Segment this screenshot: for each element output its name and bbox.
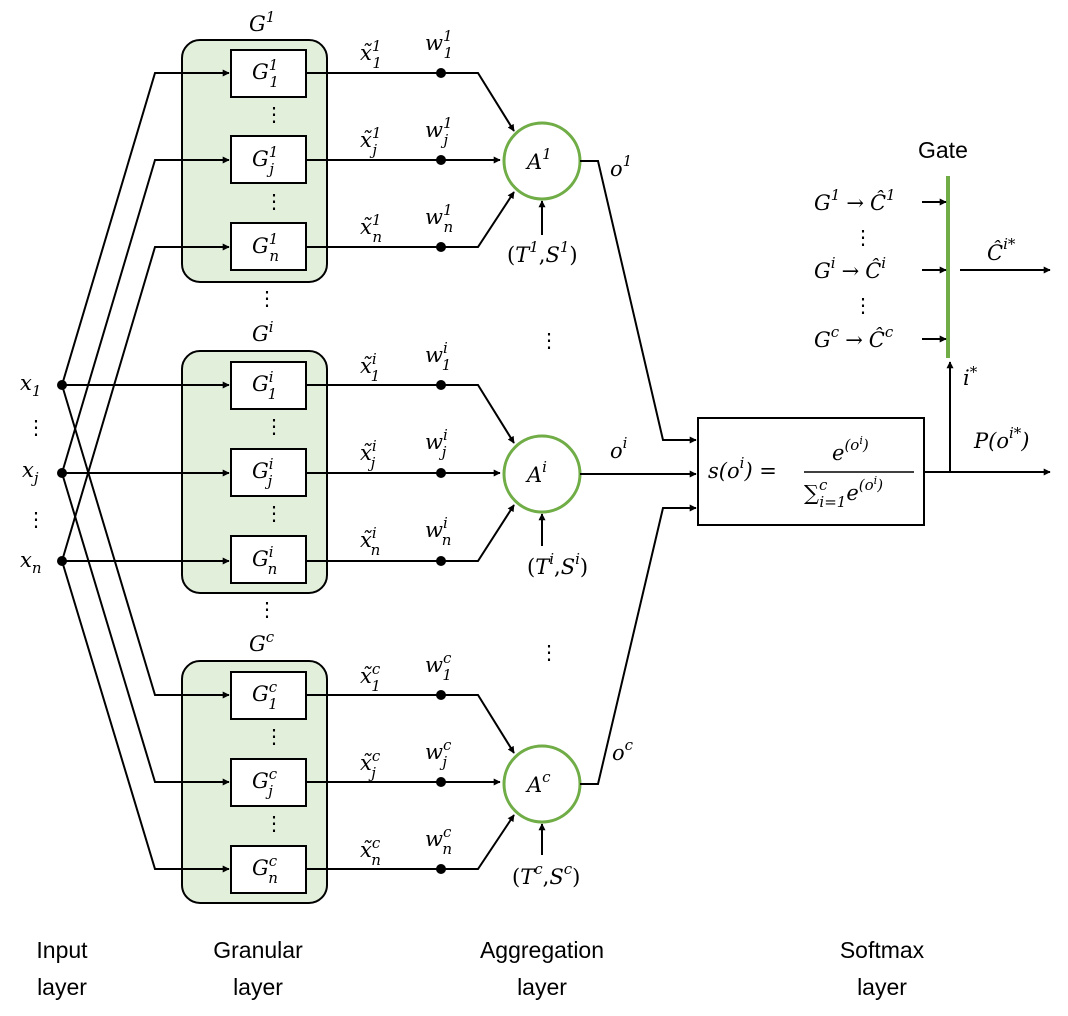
layer-label-softmax: Softmax xyxy=(840,937,925,963)
granule-box-i-1 xyxy=(230,361,307,410)
group-ellipsis: ⋮ xyxy=(257,599,277,621)
gate-entry-1: G1→Ĉ1 xyxy=(814,186,896,215)
layer-label-aggregation: Aggregation xyxy=(480,937,604,963)
gate-ellipsis: ⋮ xyxy=(853,295,873,317)
granule-box-c-1 xyxy=(230,671,307,720)
gate-inputs xyxy=(922,198,1051,343)
input-label-xj: xj xyxy=(22,458,39,487)
input-label-x1: x1 xyxy=(20,371,41,400)
input-ellipsis-2: ⋮ xyxy=(26,509,46,531)
input-connections xyxy=(61,69,230,873)
granule-ellipsis: ⋮ xyxy=(264,104,284,126)
group-i-title: Gi xyxy=(252,318,274,346)
group-c-title: Gc xyxy=(249,628,275,656)
granule-connections xyxy=(306,72,515,870)
aggregator-label-i: Ai xyxy=(525,458,547,487)
gate-entry-c: Gc→Ĉc xyxy=(814,323,894,352)
aggregators xyxy=(502,121,582,824)
granule-box-1-j xyxy=(230,135,307,184)
input-nodes xyxy=(57,380,67,566)
softmax-outputs xyxy=(924,361,1051,476)
input-node-xj xyxy=(57,468,67,478)
softmax-lhs: s(oi) = xyxy=(708,454,777,483)
weight-nodes xyxy=(436,68,446,874)
layer-label-input: Input xyxy=(36,937,88,963)
param-label-1: (T1,S1) xyxy=(507,238,578,267)
granule-ellipsis: ⋮ xyxy=(264,416,284,438)
granule-ellipsis: ⋮ xyxy=(264,191,284,213)
aggregator-ellipsis: ⋮ xyxy=(539,642,559,664)
aggregator-label-c: Ac xyxy=(525,768,551,797)
layer-label-aggregation: layer xyxy=(517,974,567,1000)
granule-ellipsis: ⋮ xyxy=(264,726,284,748)
group-ellipsis: ⋮ xyxy=(257,288,277,310)
output-label-c: oc xyxy=(612,736,634,765)
granule-box-1-n xyxy=(230,222,307,271)
aggregator-ellipsis: ⋮ xyxy=(539,330,559,352)
aggregator-label-1: A1 xyxy=(525,145,552,174)
output-label-1: o1 xyxy=(610,152,632,181)
gate-entry-i: Gi→Ĉi xyxy=(814,254,886,283)
gate-ellipsis: ⋮ xyxy=(853,227,873,249)
layer-label-granular: Granular xyxy=(213,937,303,963)
istar-label: i* xyxy=(963,363,978,390)
softmax-numerator: e(oi) xyxy=(832,434,869,465)
layer-label-softmax: layer xyxy=(857,974,907,1000)
probability-label: P(oi*) xyxy=(973,424,1029,453)
gate-title: Gate xyxy=(918,137,968,163)
input-node-x1 xyxy=(57,380,67,390)
granule-ellipsis: ⋮ xyxy=(264,503,284,525)
output-label-i: oi xyxy=(610,434,628,463)
input-node-xn xyxy=(57,556,67,566)
granule-ellipsis: ⋮ xyxy=(264,813,284,835)
granule-box-c-n xyxy=(230,845,307,894)
layer-label-input: layer xyxy=(37,974,87,1000)
granule-box-i-j xyxy=(230,448,307,497)
granule-box-i-n xyxy=(230,535,307,584)
aggregator-outputs xyxy=(580,160,697,785)
group-1-title: G1 xyxy=(249,8,275,36)
layer-label-granular: layer xyxy=(233,974,283,1000)
gate-output-label: Ĉi* xyxy=(987,235,1016,265)
param-label-i: (Ti,Si) xyxy=(527,550,588,579)
param-label-c: (Tc,Sc) xyxy=(512,860,580,889)
input-ellipsis-1: ⋮ xyxy=(26,417,46,439)
input-label-xn: xn xyxy=(20,548,42,577)
